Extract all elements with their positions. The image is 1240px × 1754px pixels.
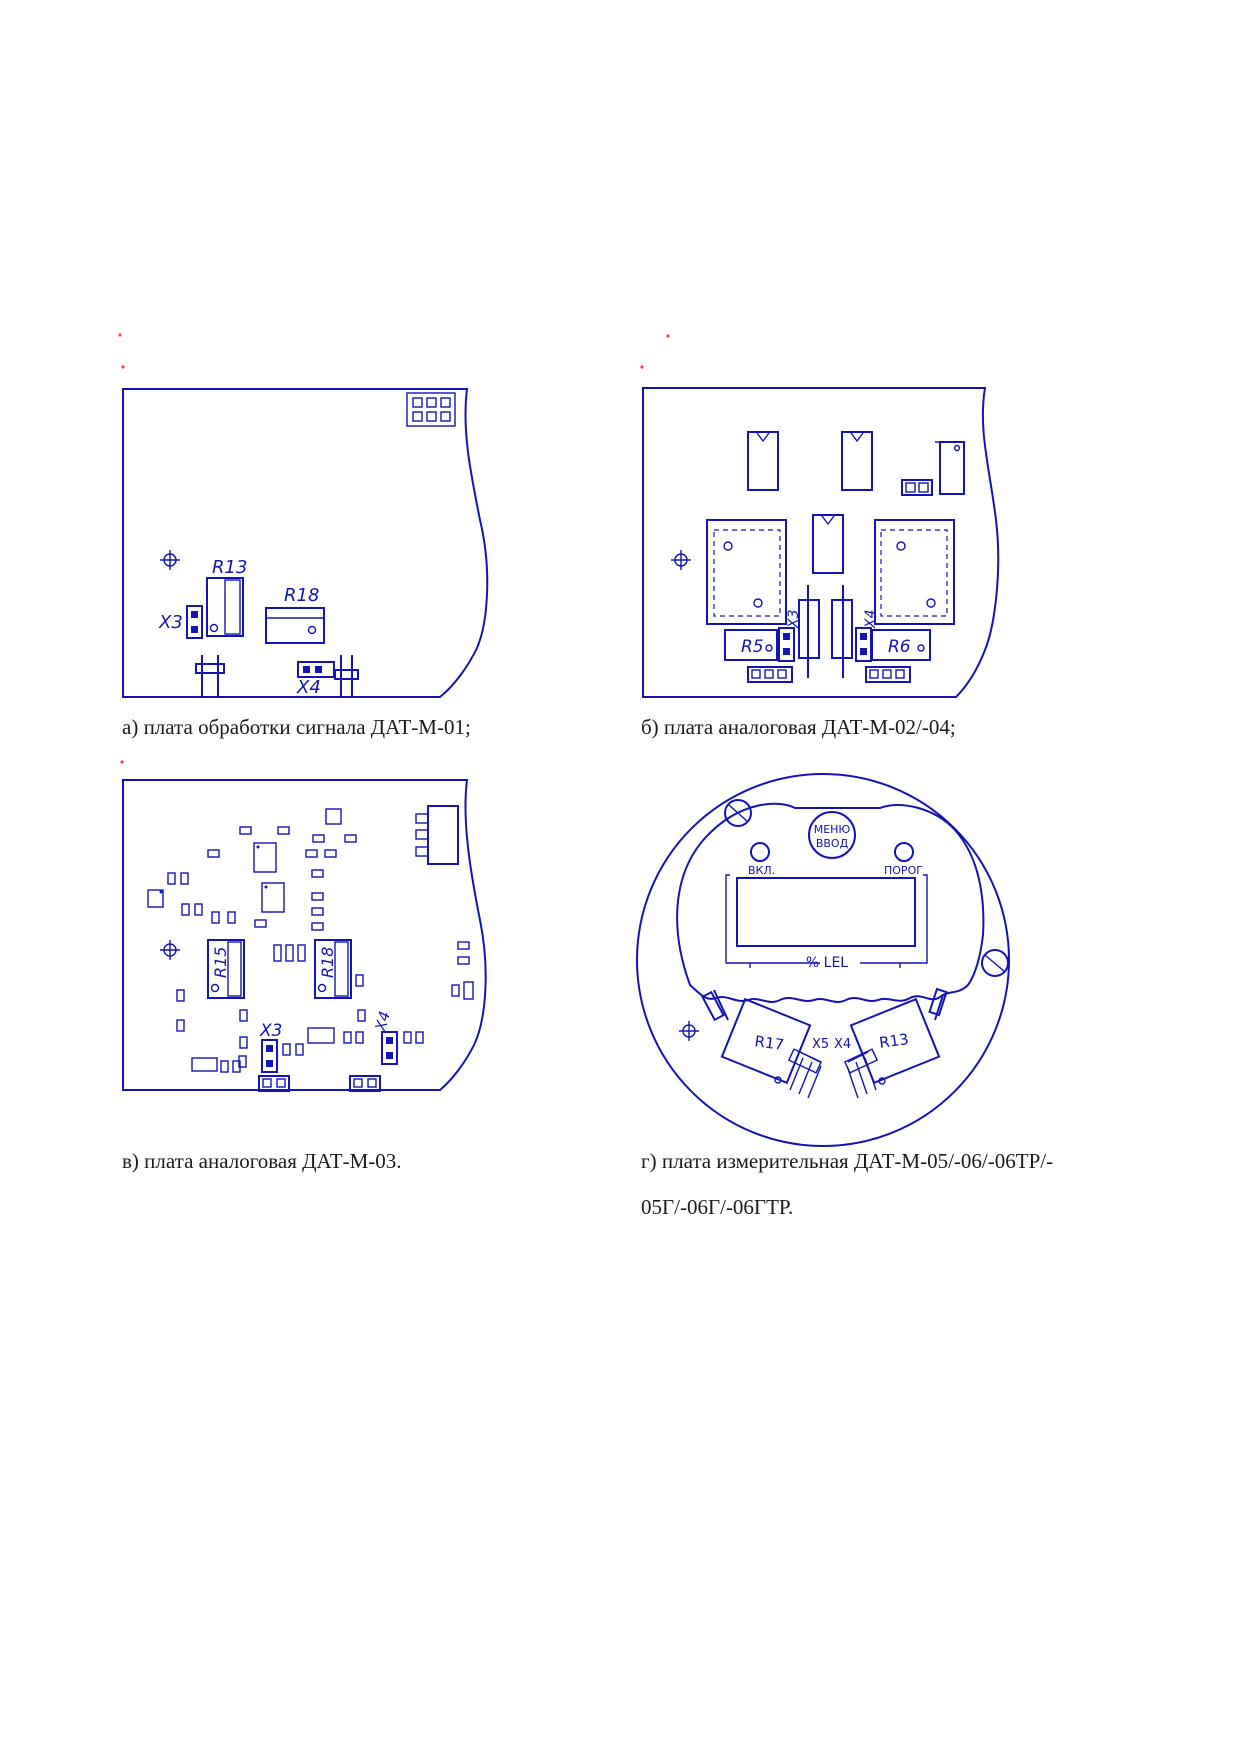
fiducial-a: [160, 550, 180, 570]
trimmer-r18: [265, 607, 325, 644]
leaded-part-a1: [195, 655, 225, 697]
caption-b: б) плата аналоговая ДАТ-М-02/-04;: [641, 715, 956, 739]
connector-c-bl: [258, 1075, 290, 1092]
label-d-threshold: ПОРОГ: [884, 864, 923, 877]
jumper-c-x3: [261, 1039, 278, 1073]
label-b-x4: X4: [863, 610, 879, 630]
label-d-menu-2: ВВОД: [816, 837, 849, 850]
label-d-x4: X4: [834, 1037, 851, 1052]
ic-b-3: [812, 514, 844, 574]
ic-b-1: [747, 431, 779, 491]
label-d-on: ВКЛ.: [748, 864, 775, 877]
label-b-r6: R6: [888, 637, 911, 657]
sensor-b-left: [706, 519, 787, 625]
part-b-tr: [935, 441, 965, 495]
fiducial-d: [679, 1021, 699, 1041]
trimmer-r17: [720, 997, 812, 1085]
label-b-r5: R5: [741, 637, 764, 657]
caption-d-line2: 05Г/-06Г/-06ГТР.: [641, 1195, 794, 1219]
trimmer-r13: [206, 577, 244, 637]
menu-button: [808, 811, 856, 859]
label-d-x5: X5: [812, 1037, 829, 1052]
label-a-r18: R18: [284, 585, 319, 606]
leaded-part-b1: [798, 585, 820, 678]
label-a-x3: X3: [158, 612, 183, 633]
lcd-display: [725, 874, 928, 968]
leaded-part-b2: [831, 585, 853, 678]
led-threshold: [894, 842, 914, 862]
fiducial-b: [671, 550, 691, 570]
label-d-unit: % LEL: [806, 955, 848, 971]
figure-a-board: [122, 388, 489, 698]
registration-marks: [118, 333, 670, 764]
jumper-b-tr: [901, 479, 933, 496]
label-c-x4: X4: [371, 1009, 394, 1034]
connector-b-br: [865, 666, 911, 683]
leaded-part-d-left: [701, 989, 729, 1022]
leaded-part-d-right: [928, 987, 948, 1021]
label-a-r13: R13: [212, 557, 247, 578]
label-c-r15: R15: [211, 947, 230, 978]
jumper-c-x4: [381, 1031, 398, 1065]
smd-components: [147, 808, 474, 1073]
label-b-x3: X3: [786, 610, 802, 630]
trimmer-r5: [724, 629, 778, 661]
jumper-x5: [787, 1048, 823, 1099]
fiducial-c: [160, 940, 180, 960]
jumper-x4d: [843, 1048, 879, 1099]
caption-c: в) плата аналоговая ДАТ-М-03.: [122, 1149, 402, 1173]
connector-c-br: [349, 1075, 381, 1092]
screw-top-left: [724, 799, 752, 827]
figure-d-board: [636, 773, 1010, 1147]
caption-d-line1: г) плата измерительная ДАТ-М-05/-06/-06Т…: [641, 1149, 1054, 1173]
label-a-x4: X4: [296, 677, 321, 698]
label-d-menu-1: МЕНЮ: [814, 823, 851, 836]
jumper-x4: [297, 661, 335, 678]
leaded-part-a2: [334, 655, 359, 697]
jumper-b-x4: [855, 627, 872, 662]
screw-right: [981, 949, 1009, 977]
connector-c-right: [415, 805, 459, 865]
label-c-x3: X3: [259, 1021, 282, 1041]
figure-c-board: [122, 779, 487, 1092]
ic-b-2: [841, 431, 873, 491]
caption-a: а) плата обработки сигнала ДАТ-М-01;: [122, 715, 471, 739]
connector-b-bl: [747, 666, 793, 683]
led-on: [750, 842, 770, 862]
label-d-r17: R17: [753, 1032, 785, 1054]
figure-b-board: [642, 387, 1000, 698]
label-c-r18: R18: [318, 947, 337, 978]
trimmer-r18c: [314, 939, 352, 999]
jumper-b-x3: [778, 627, 795, 662]
jumper-x3: [186, 605, 203, 639]
trimmer-r15: [207, 939, 245, 999]
sensor-b-right: [874, 519, 955, 625]
label-d-r13: R13: [878, 1030, 910, 1052]
